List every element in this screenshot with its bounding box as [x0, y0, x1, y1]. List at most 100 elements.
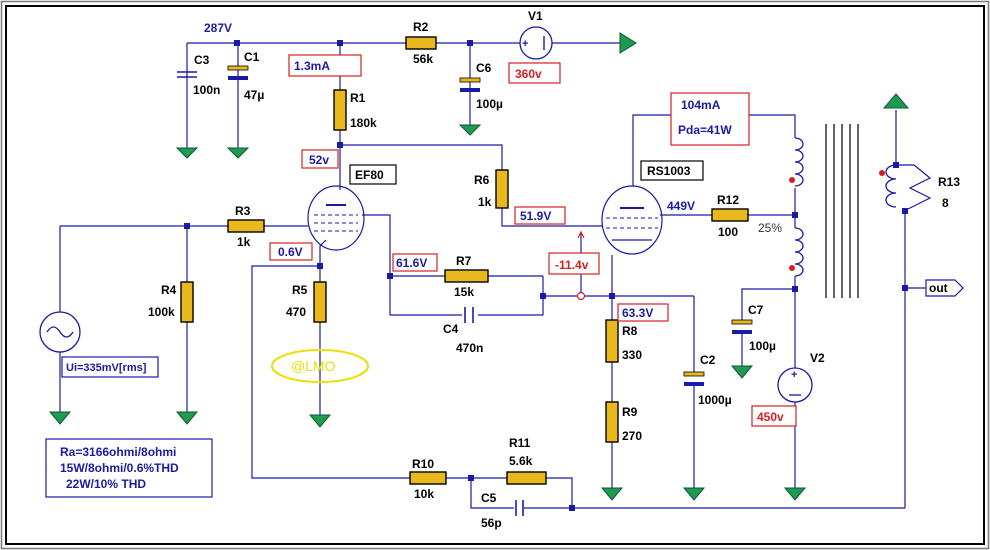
- label-rs1003: RS1003: [647, 164, 691, 178]
- label-r12-value: 100: [718, 225, 738, 239]
- label-r11-value: 5.6k: [509, 454, 533, 468]
- wires: [59, 42, 930, 509]
- label-c6-value: 100µ: [476, 97, 503, 111]
- label-c1-value: 47µ: [244, 88, 264, 102]
- label-r13-value: 8: [942, 196, 949, 210]
- reading-ef80-anode: 52v: [309, 153, 329, 167]
- out-label: out: [929, 281, 948, 295]
- reading-rs-bias: -11.4v: [555, 258, 589, 272]
- label-c2-value: 1000µ: [698, 393, 732, 407]
- spec-line-1: Ra=3166ohmi/8ohmi: [60, 445, 176, 459]
- resistor-r8: [605, 319, 619, 363]
- watermark-text: @LMO: [291, 358, 336, 374]
- label-r3-value: 1k: [237, 235, 251, 249]
- label-r1-value: 180k: [350, 116, 377, 130]
- ef80-cathode-box: [269, 242, 313, 261]
- resistor-r7: [444, 269, 489, 283]
- ef80-tag-box: [349, 164, 397, 185]
- label-r12-name: R12: [717, 193, 739, 207]
- capacitor-c1: [227, 65, 249, 80]
- tube-ef80: [307, 185, 365, 251]
- capacitor-c2: [683, 371, 705, 386]
- rs-bias-box: [548, 252, 600, 275]
- inner-frame: [5, 5, 985, 545]
- label-c5-name: C5: [481, 491, 497, 505]
- label-r5-value: 470: [286, 305, 306, 319]
- label-r9-value: 270: [622, 429, 642, 443]
- svg-text:+: +: [522, 38, 528, 50]
- voltage-source-v1: +: [519, 26, 553, 60]
- spec-box: [45, 438, 213, 498]
- capacitor-c5: [515, 500, 524, 516]
- label-c7-name: C7: [748, 303, 764, 317]
- reading-ef80-screen: 61.6V: [396, 256, 427, 270]
- resistor-r9: [605, 401, 619, 443]
- label-r7-value: 15k: [454, 285, 474, 299]
- label-c7-value: 100µ: [749, 339, 776, 353]
- label-r8-name: R8: [622, 324, 638, 338]
- secondary-winding: [879, 164, 932, 211]
- label-r6-name: R6: [474, 173, 490, 187]
- reading-rs-grid: 51.9V: [520, 209, 551, 223]
- voltage-source-v2: +: [777, 367, 813, 403]
- resistor-r6: [495, 169, 509, 209]
- reading-287v: 287V: [204, 21, 232, 35]
- resistor-r3: [227, 219, 265, 233]
- label-tap: 25%: [758, 221, 782, 235]
- label-c4-name: C4: [443, 322, 459, 336]
- v2-value-box: [751, 405, 797, 427]
- resistor-r12: [711, 208, 749, 222]
- resistor-r1: [333, 89, 347, 131]
- current-r1-box: [288, 54, 362, 77]
- source-info-box: [61, 356, 159, 378]
- label-ef80: EF80: [355, 168, 384, 182]
- label-c3-name: C3: [194, 53, 210, 67]
- resistor-r2: [405, 36, 437, 50]
- reading-rs-anode: 449V: [667, 199, 695, 213]
- label-r8-value: 330: [622, 348, 642, 362]
- label-r4-value: 100k: [148, 305, 175, 319]
- label-v2-value: 450v: [757, 410, 784, 424]
- label-c3-value: 100n: [193, 83, 220, 97]
- ac-signal-source: [39, 311, 81, 353]
- label-c6-name: C6: [476, 61, 492, 75]
- reading-ef80-cathode: 0.6V: [278, 245, 303, 259]
- label-r5-name: R5: [292, 283, 308, 297]
- reading-rs-current: 104mA: [681, 98, 721, 112]
- label-r11-name: R11: [509, 436, 531, 450]
- label-r10-name: R10: [412, 457, 434, 471]
- label-c4-value: 470n: [456, 341, 483, 355]
- v1-value-box: [508, 62, 561, 84]
- label-r2-name: R2: [413, 20, 429, 34]
- output-port: [925, 279, 964, 297]
- watermark-ellipse: [271, 349, 369, 383]
- label-r7-name: R7: [456, 254, 472, 268]
- label-c2-name: C2: [700, 353, 716, 367]
- resistor-r10: [409, 471, 447, 485]
- spec-line-3: 22W/10% THD: [66, 477, 146, 491]
- label-v1-name: V1: [528, 9, 543, 23]
- label-r4-name: R4: [161, 283, 177, 297]
- label-r1-name: R1: [350, 91, 366, 105]
- rs-cathode-box: [617, 303, 669, 322]
- label-v2-name: V2: [810, 351, 825, 365]
- capacitor-c7: [731, 319, 753, 334]
- label-r13-name: R13: [938, 175, 960, 189]
- reading-rs-power: Pda=41W: [678, 123, 732, 137]
- resistor-r5: [313, 281, 327, 323]
- resistor-r4: [180, 281, 194, 323]
- rs-grid-box: [514, 206, 566, 225]
- label-c5-value: 56p: [481, 516, 502, 530]
- capacitor-c4: [464, 307, 474, 323]
- output-transformer: [789, 124, 859, 298]
- bias-probe-marker: [576, 230, 586, 301]
- svg-text:+: +: [791, 369, 797, 381]
- label-r9-name: R9: [622, 405, 638, 419]
- tube-rs1003: [601, 185, 663, 255]
- reading-rs-cathode: 63.3V: [622, 306, 653, 320]
- capacitor-c6: [459, 77, 481, 92]
- label-r10-value: 10k: [414, 487, 434, 501]
- source-info-text: Ui=335mV[rms]: [66, 362, 147, 374]
- resistor-r11: [506, 471, 547, 485]
